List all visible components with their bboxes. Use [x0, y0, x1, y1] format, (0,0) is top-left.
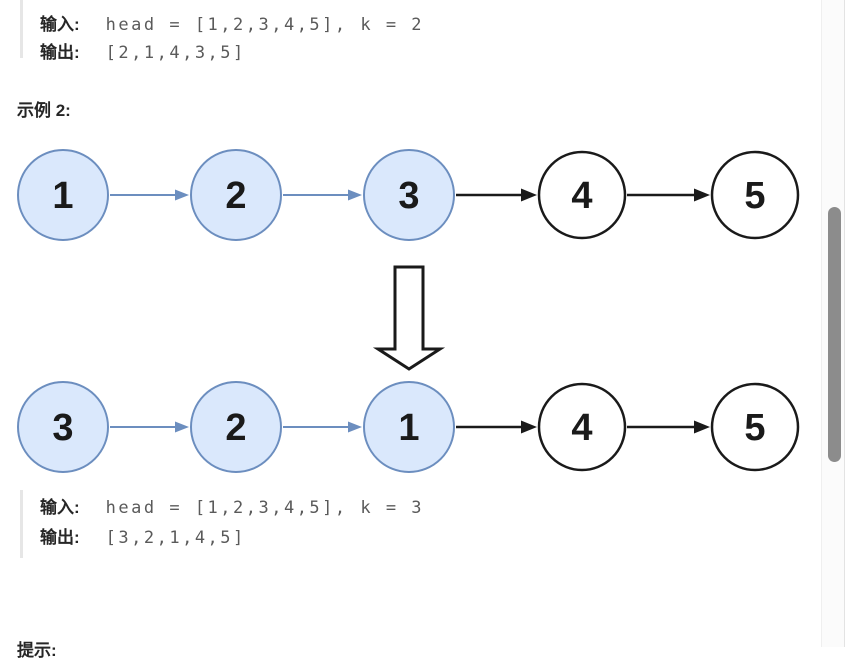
list-node-circle: [190, 149, 282, 241]
arrowhead-icon: [694, 188, 710, 202]
linked-list-diagram: 1 2 3 4 5 3 2 1 4 5: [0, 140, 820, 480]
arrowhead-icon: [175, 189, 189, 201]
transform-down-arrow-icon: [372, 265, 446, 371]
arrowhead-icon: [521, 188, 537, 202]
example2-input-line: 输入: head = [1,2,3,4,5], k = 3: [40, 496, 424, 520]
list-node-circle: [537, 150, 627, 240]
output-label: 输出:: [40, 528, 80, 547]
example2-output-line: 输出: [3,2,1,4,5]: [40, 526, 246, 550]
arrowhead-icon: [175, 421, 189, 433]
list-node-circle: [17, 149, 109, 241]
list-node-circle: [710, 150, 800, 240]
input-label: 输入:: [40, 498, 80, 517]
output-value: [2,1,4,3,5]: [105, 43, 246, 63]
list-node-value: 4: [571, 407, 592, 449]
output-value: [3,2,1,4,5]: [105, 528, 246, 548]
example2-quote-bar: [20, 490, 23, 558]
output-label: 输出:: [40, 43, 80, 62]
linked-list-svg: 1 2 3 4 5 3 2 1 4 5: [17, 149, 800, 473]
arrowhead-icon: [521, 420, 537, 434]
hint-heading: 提示:: [17, 641, 57, 660]
list-node-circle: [710, 382, 800, 472]
scrollbar-thumb[interactable]: [828, 207, 841, 462]
list-node-circle: [363, 149, 455, 241]
list-node-value: 1: [398, 407, 419, 449]
list-node-value: 3: [52, 407, 73, 449]
list-node-value: 5: [744, 175, 765, 217]
list-node-circle: [537, 382, 627, 472]
input-label: 输入:: [40, 15, 80, 34]
list-node-value: 1: [52, 175, 73, 217]
list-node-value: 4: [571, 175, 592, 217]
example2-heading: 示例 2:: [17, 101, 71, 120]
list-node-circle: [363, 381, 455, 473]
scrollbar-divider: [844, 0, 845, 647]
list-node-value: 2: [225, 407, 246, 449]
list-node-circle: [17, 381, 109, 473]
arrowhead-icon: [694, 420, 710, 434]
list-node-circle: [190, 381, 282, 473]
list-node-value: 3: [398, 175, 419, 217]
example1-quote-bar: [20, 0, 23, 58]
example1-input-line: 输入: head = [1,2,3,4,5], k = 2: [40, 13, 424, 37]
list-node-value: 5: [744, 407, 765, 449]
arrowhead-icon: [348, 421, 362, 433]
input-value: head = [1,2,3,4,5], k = 3: [105, 498, 425, 518]
arrowhead-icon: [348, 189, 362, 201]
input-value: head = [1,2,3,4,5], k = 2: [105, 15, 425, 35]
list-node-value: 2: [225, 175, 246, 217]
example1-output-line: 输出: [2,1,4,3,5]: [40, 41, 246, 65]
